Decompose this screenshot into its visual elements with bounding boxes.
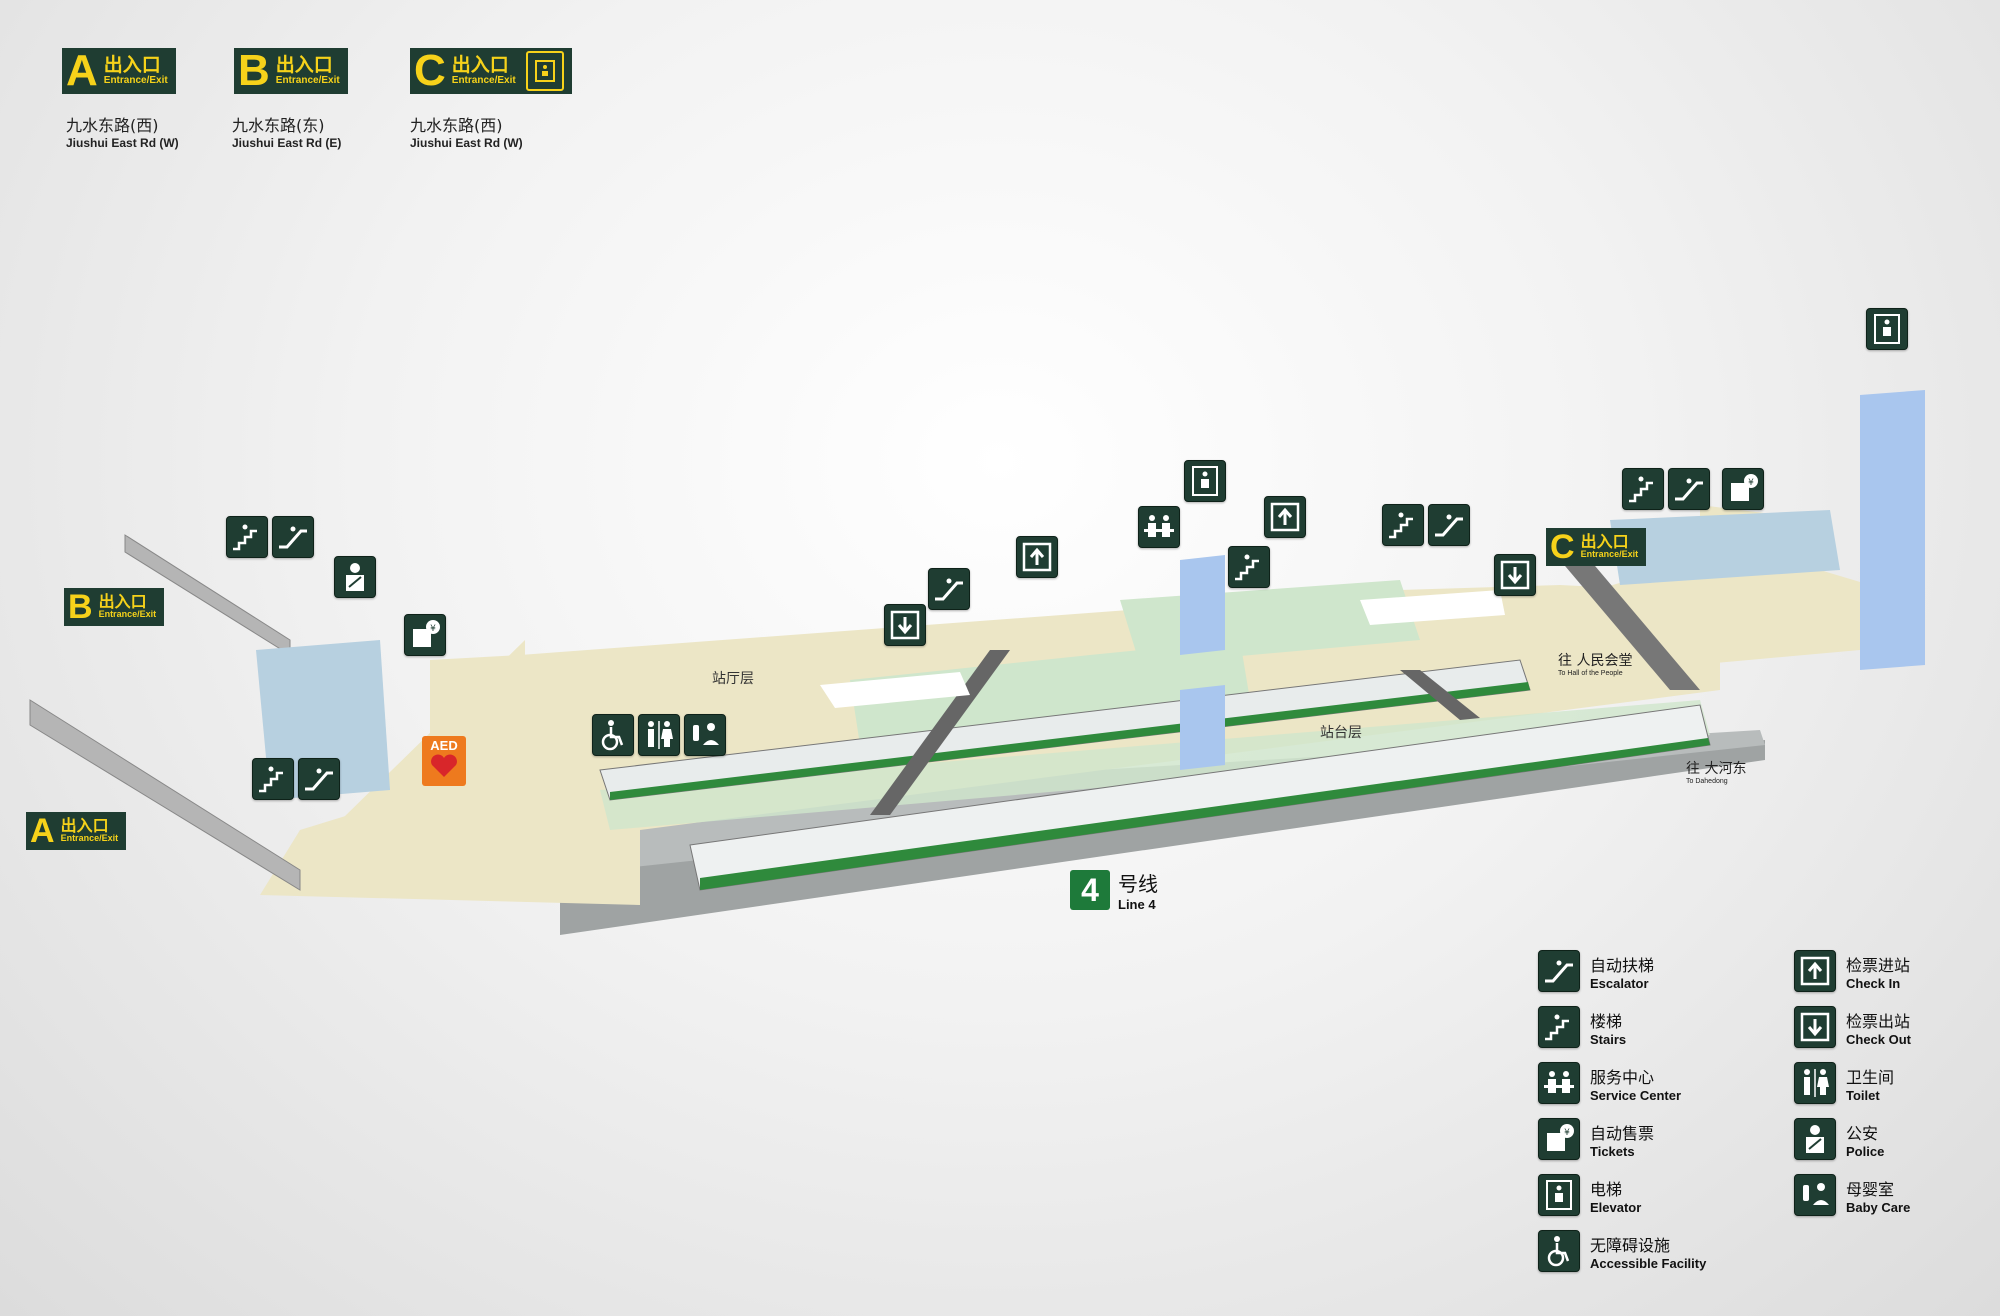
check-in-icon — [1794, 950, 1836, 992]
escalator-icon — [272, 516, 314, 558]
baby-care-icon — [684, 714, 726, 756]
heart-icon — [431, 754, 457, 777]
svg-text:¥: ¥ — [1748, 478, 1754, 488]
check-out-icon — [1494, 554, 1536, 596]
toilet-icon — [1794, 1062, 1836, 1104]
elevator-column-lower — [1180, 685, 1225, 770]
accessible-icon — [1538, 1230, 1580, 1272]
toilet-icon — [638, 714, 680, 756]
service-center-icon — [1138, 506, 1180, 548]
tickets-icon: ¥ — [1722, 468, 1764, 510]
police-icon — [1794, 1118, 1836, 1160]
train-lower — [689, 704, 1711, 891]
exit-c-address: 九水东路(西)Jiushui East Rd (W) — [410, 116, 523, 150]
stairs-icon — [1538, 1006, 1580, 1048]
concourse-level-label: 站厅层 — [712, 671, 754, 687]
escalator-left-platform — [870, 650, 1010, 815]
escalator-icon — [298, 758, 340, 800]
elevator-column-right — [1860, 390, 1925, 670]
check-out-icon — [884, 604, 926, 646]
concourse-floor-main — [260, 585, 1860, 905]
escalator-icon — [928, 568, 970, 610]
platform-level-base — [560, 740, 1765, 935]
escalator-a-entrance — [29, 699, 301, 891]
service-center-icon — [1538, 1062, 1580, 1104]
escalator-right-platform — [1400, 670, 1480, 720]
platform-track-area — [600, 700, 1710, 830]
check-out-icon — [1794, 1006, 1836, 1048]
stairs-icon — [1228, 546, 1270, 588]
stairs-icon — [1382, 504, 1424, 546]
escalator-icon — [1428, 504, 1470, 546]
baby-care-icon — [1794, 1174, 1836, 1216]
stair-opening-right — [1360, 590, 1505, 625]
station-building-c — [1610, 510, 1840, 585]
check-in-icon — [1264, 496, 1306, 538]
svg-text:¥: ¥ — [1564, 1128, 1570, 1138]
elevator-column-middle — [1180, 555, 1225, 655]
stairs-icon — [226, 516, 268, 558]
stairs-icon — [252, 758, 294, 800]
platform-level-label: 站台层 — [1320, 725, 1362, 741]
escalator-icon — [1538, 950, 1580, 992]
elevator-icon — [1538, 1174, 1580, 1216]
elevator-icon — [1184, 460, 1226, 502]
accessible-icon — [592, 714, 634, 756]
escalator-c-exit — [1560, 560, 1700, 690]
escalator-icon — [1668, 468, 1710, 510]
stairs-icon — [1622, 468, 1664, 510]
elevator-icon — [525, 51, 564, 91]
elevator-icon — [1866, 308, 1908, 350]
tickets-icon: ¥ — [404, 614, 446, 656]
svg-text:¥: ¥ — [430, 624, 436, 634]
check-in-icon — [1016, 536, 1058, 578]
tickets-icon: ¥ — [1538, 1118, 1580, 1160]
exit-b-address: 九水东路(东)Jiushui East Rd (E) — [232, 116, 342, 150]
aed-sign: AED — [422, 736, 466, 786]
police-icon — [334, 556, 376, 598]
stair-opening-left — [820, 672, 970, 708]
exit-a-address: 九水东路(西)Jiushui East Rd (W) — [66, 116, 179, 150]
